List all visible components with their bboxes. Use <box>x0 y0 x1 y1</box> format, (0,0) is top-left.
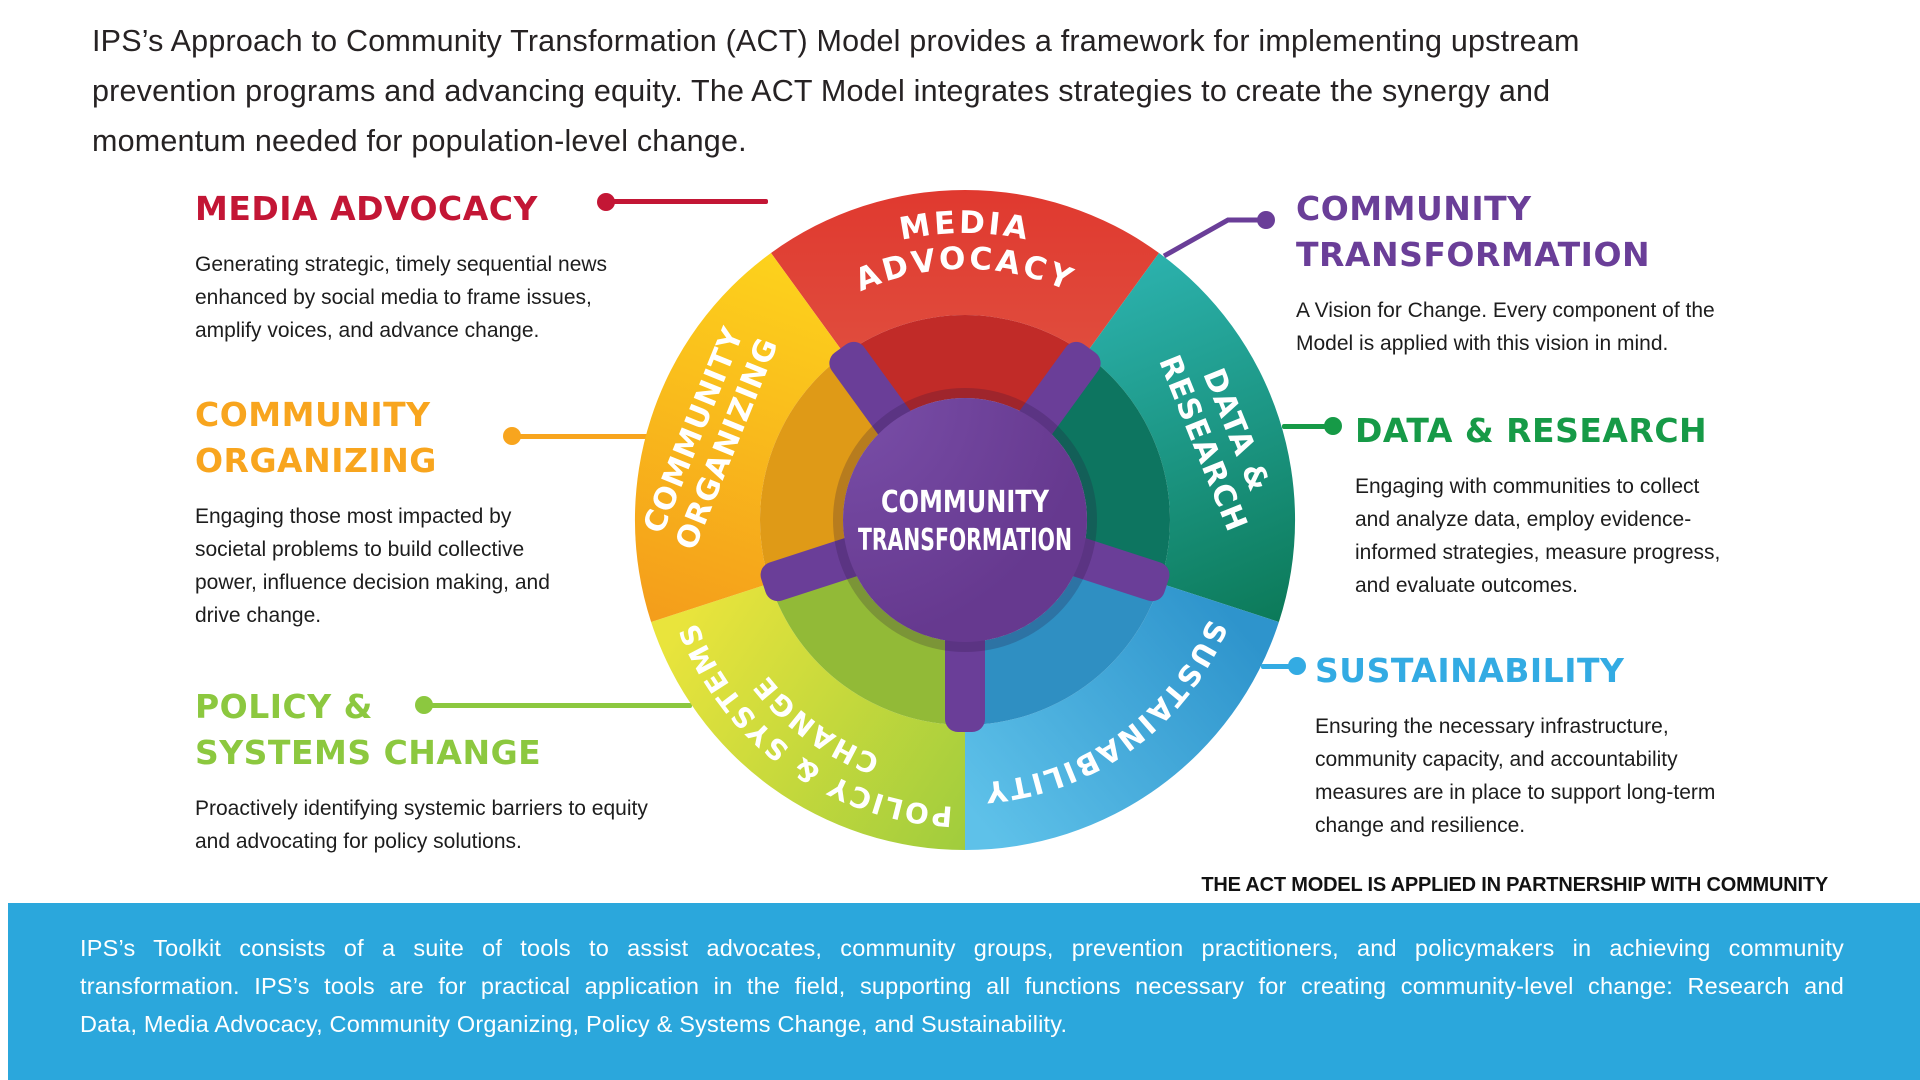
segment-sustainability <box>965 583 1279 850</box>
media-advocacy-leader-line <box>606 199 768 204</box>
wheel-outer-ring <box>634 189 1296 850</box>
media-advocacy-title: MEDIA ADVOCACY <box>195 189 538 228</box>
wheel-center-label-line2: TRANSFORMATION <box>858 523 1072 558</box>
policy-systems-change-description: Proactively identifying systemic barrier… <box>195 797 648 853</box>
sustainability-description: Ensuring the necessary infrastructure,co… <box>1315 715 1716 837</box>
toolkit-banner-text: IPS’s Toolkit consists of a suite of too… <box>80 935 1844 1037</box>
policy-systems-change-title: POLICY &SYSTEMS CHANGE <box>195 687 542 772</box>
policy-systems-leader-line <box>424 703 692 708</box>
policy-systems-change-callout: POLICY &SYSTEMS CHANGE Proactively ident… <box>195 684 648 858</box>
community-transformation-leader-line <box>1162 211 1275 259</box>
community-transformation-description: A Vision for Change. Every component of … <box>1296 299 1715 355</box>
wheel-center-circle <box>843 398 1087 642</box>
media-advocacy-callout: MEDIA ADVOCACY Generating strategic, tim… <box>195 186 607 347</box>
segment-policy-systems-change <box>651 583 965 850</box>
media-advocacy-leader-dot <box>597 193 615 211</box>
wheel-center-label-line1: COMMUNITY <box>881 485 1050 520</box>
policy-systems-leader-dot <box>415 696 433 714</box>
act-model-wheel-diagram: COMMUNITY TRANSFORMATION MEDIA ADVOCACY … <box>634 189 1296 850</box>
media-advocacy-description: Generating strategic, timely sequential … <box>195 253 608 342</box>
data-research-title: DATA & RESEARCH <box>1355 411 1708 450</box>
segment-community-organizing <box>634 253 845 622</box>
toolkit-banner: IPS’s Toolkit consists of a suite of too… <box>8 903 1920 1080</box>
sustainability-title: SUSTAINABILITY <box>1315 651 1625 690</box>
wheel-label-media: MEDIA <box>897 205 1034 248</box>
data-research-leader-line <box>1282 424 1326 429</box>
wheel-inner-ring <box>759 315 1171 725</box>
segment-media-advocacy <box>771 189 1159 355</box>
sustainability-leader-dot <box>1288 657 1306 675</box>
sustainability-callout: SUSTAINABILITY Ensuring the necessary in… <box>1315 648 1715 842</box>
community-organizing-leader-dot <box>503 427 521 445</box>
partnership-note: THE ACT MODEL IS APPLIED IN PARTNERSHIP … <box>1201 874 1828 896</box>
sustainability-leader-line <box>1261 664 1293 669</box>
segment-data-research <box>1085 253 1296 622</box>
intro-paragraph: IPS’s Approach to Community Transformati… <box>92 24 1580 158</box>
data-research-leader-dot <box>1324 417 1342 435</box>
community-organizing-leader-line <box>512 434 650 439</box>
data-research-callout: DATA & RESEARCH Engaging with communitie… <box>1355 408 1720 602</box>
